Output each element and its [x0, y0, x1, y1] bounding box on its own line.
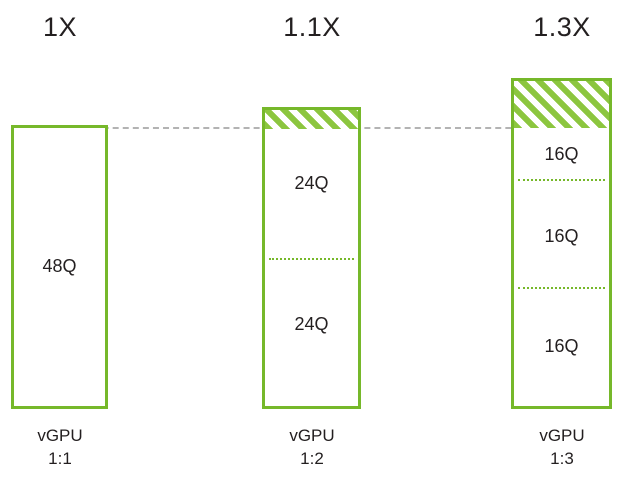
segment-label-48q: 48Q [42, 256, 77, 276]
density-header-1-3x: 1.3X [533, 12, 591, 42]
hatched-capacity-region-bar2 [265, 110, 358, 129]
bar-vgpu-1-1: 48Q [11, 125, 108, 409]
density-header-1-1x: 1.1X [283, 12, 341, 42]
footer-vgpu-1-3-line2: 1:3 [550, 449, 574, 468]
segment-divider-bar3-1 [518, 179, 605, 181]
footer-vgpu-1-1-line1: vGPU [37, 426, 83, 445]
segment-divider-bar2-1 [269, 258, 354, 260]
density-header-1x: 1X [42, 12, 78, 42]
footer-vgpu-1-1-line2: 1:1 [48, 449, 72, 468]
bar-vgpu-1-3: 16Q 16Q 16Q [511, 78, 612, 409]
segment-label-16q-bottom: 16Q [544, 336, 579, 356]
footer-vgpu-1-2-line2: 1:2 [300, 449, 324, 468]
segment-divider-bar3-2 [518, 287, 605, 289]
footer-vgpu-1-1: vGPU 1:1 [0, 424, 120, 470]
hatched-capacity-region-bar3 [514, 81, 609, 128]
segment-label-16q-top: 16Q [544, 144, 579, 164]
bar-vgpu-1-2: 24Q 24Q [262, 107, 361, 409]
segment-label-16q-middle: 16Q [544, 226, 579, 246]
segment-label-24q-lower: 24Q [294, 314, 329, 334]
footer-vgpu-1-3-line1: vGPU [539, 426, 585, 445]
footer-vgpu-1-3: vGPU 1:3 [501, 424, 623, 470]
footer-vgpu-1-2-line1: vGPU [289, 426, 335, 445]
footer-vgpu-1-2: vGPU 1:2 [252, 424, 372, 470]
segment-label-24q-upper: 24Q [294, 173, 329, 193]
